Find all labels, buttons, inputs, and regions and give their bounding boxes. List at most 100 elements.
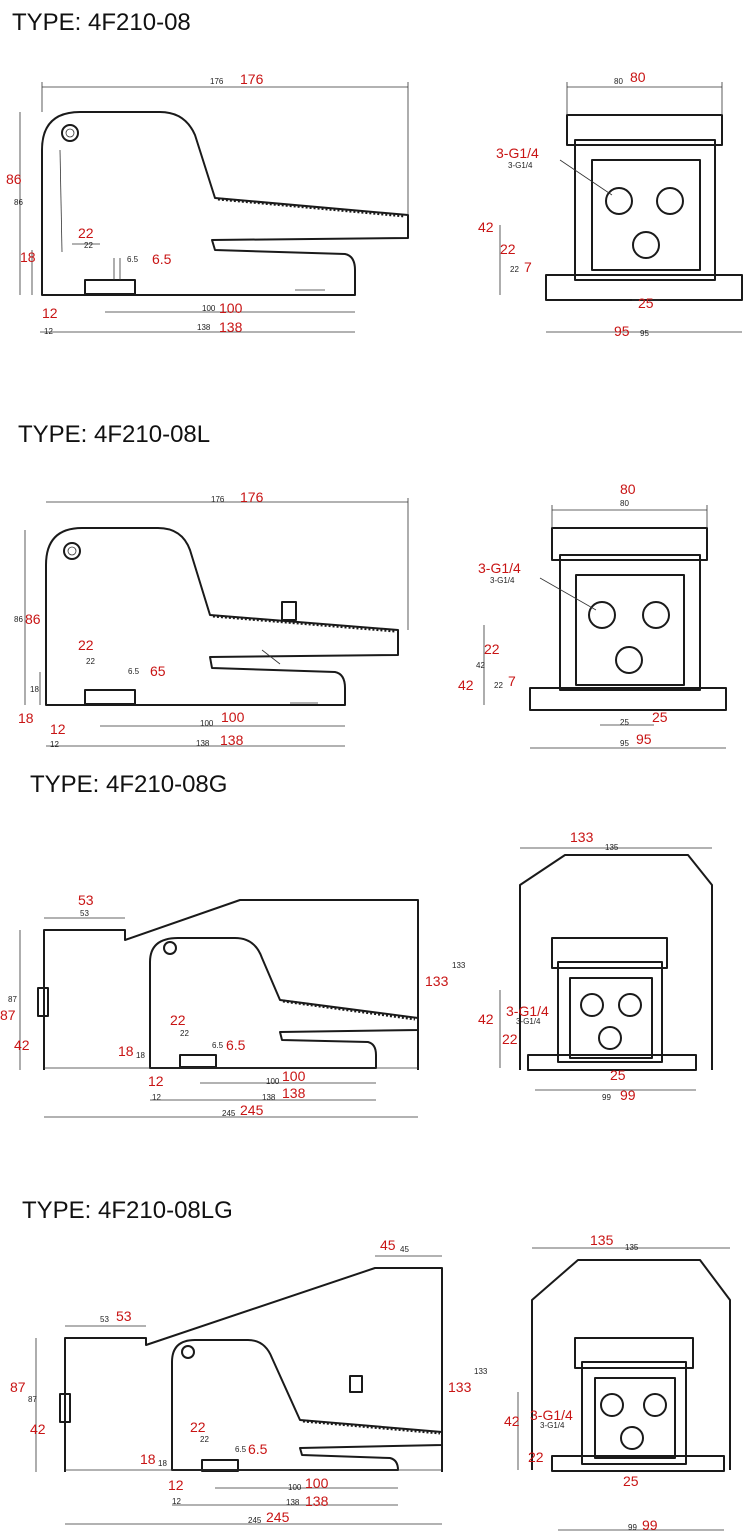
dim-foot-height: 18 <box>20 249 36 265</box>
dim-height: 87 <box>10 1379 26 1395</box>
svg-text:22: 22 <box>494 681 503 690</box>
side-view <box>19 82 409 333</box>
svg-text:245: 245 <box>222 1109 236 1118</box>
svg-text:25: 25 <box>620 718 629 727</box>
dim-base: 12 <box>148 1073 164 1089</box>
svg-text:3-G1/4: 3-G1/4 <box>516 1017 541 1026</box>
dim-overall-length: 245 <box>266 1509 290 1525</box>
dim-width: 80 <box>630 69 646 85</box>
dim-lip: 22 <box>190 1419 206 1435</box>
svg-text:18: 18 <box>30 685 39 694</box>
svg-text:138: 138 <box>196 739 210 748</box>
svg-text:138: 138 <box>262 1093 276 1102</box>
svg-text:99: 99 <box>602 1093 611 1102</box>
svg-text:6.5: 6.5 <box>235 1445 247 1454</box>
dim-lip: 22 <box>78 225 94 241</box>
dim-mid: 22 <box>528 1449 544 1465</box>
svg-text:87: 87 <box>8 995 17 1004</box>
dim-cover-height: 133 <box>448 1379 472 1395</box>
port-label: 3-G1/4 <box>506 1003 549 1019</box>
section-4f210-08l: TYPE: 4F210-08L 176 176 86 86 18 18 12 1… <box>14 421 727 749</box>
dim-base: 12 <box>50 721 66 737</box>
svg-text:99: 99 <box>628 1523 637 1532</box>
dim-base: 95 <box>614 323 630 339</box>
dim-offset: 65 <box>150 663 166 679</box>
dim-bolt: 42 <box>30 1421 46 1437</box>
dim-low: 7 <box>524 259 532 275</box>
dim-overall-length: 245 <box>240 1102 264 1118</box>
svg-text:100: 100 <box>266 1077 280 1086</box>
svg-text:3-G1/4: 3-G1/4 <box>490 576 515 585</box>
dim-width: 133 <box>570 829 594 845</box>
svg-text:22: 22 <box>84 241 93 250</box>
dim-lip: 22 <box>170 1012 186 1028</box>
dim-overall-length: 176 <box>240 489 264 505</box>
dim-base: 99 <box>620 1087 636 1103</box>
svg-text:133: 133 <box>474 1367 488 1376</box>
dim-h: 42 <box>504 1413 520 1429</box>
type-label: TYPE: 4F210-08 <box>12 9 191 36</box>
dim-foot-height: 18 <box>118 1043 134 1059</box>
dim-top: 53 <box>116 1308 132 1324</box>
dim-h: 42 <box>458 677 474 693</box>
type-label: TYPE: 4F210-08LG <box>22 1197 233 1224</box>
dim-offset: 6.5 <box>152 251 172 267</box>
dim-top: 53 <box>78 892 94 908</box>
port-label: 3-G1/4 <box>530 1407 573 1423</box>
dim-inner: 100 <box>221 709 245 725</box>
svg-text:100: 100 <box>202 304 216 313</box>
svg-text:135: 135 <box>605 843 619 852</box>
side-view <box>19 899 419 1118</box>
svg-text:176: 176 <box>211 495 225 504</box>
dim-bolt: 42 <box>14 1037 30 1053</box>
dim-offset: 6.5 <box>226 1037 246 1053</box>
dim-width: 80 <box>620 481 636 497</box>
svg-text:12: 12 <box>172 1497 181 1506</box>
type-label: TYPE: 4F210-08L <box>18 421 210 448</box>
dim-mid: 22 <box>484 641 500 657</box>
svg-text:6.5: 6.5 <box>128 667 140 676</box>
dim-height: 86 <box>25 611 41 627</box>
dim-height: 87 <box>0 1007 16 1023</box>
svg-text:138: 138 <box>197 323 211 332</box>
dim-spacing: 25 <box>638 295 654 311</box>
svg-text:100: 100 <box>200 719 214 728</box>
dim-base: 99 <box>642 1517 658 1533</box>
dim-height: 86 <box>6 171 22 187</box>
type-label: TYPE: 4F210-08G <box>30 771 227 798</box>
dim-low: 7 <box>508 673 516 689</box>
dim-lip: 22 <box>78 637 94 653</box>
dim-length: 138 <box>305 1493 329 1509</box>
dim-length: 138 <box>219 319 243 335</box>
svg-text:22: 22 <box>180 1029 189 1038</box>
dim-base: 12 <box>42 305 58 321</box>
svg-text:245: 245 <box>248 1516 262 1525</box>
svg-text:95: 95 <box>640 329 649 338</box>
section-4f210-08: TYPE: 4F210-08 176 176 86 86 18 12 <box>6 9 743 339</box>
front-view <box>517 1247 731 1531</box>
svg-text:22: 22 <box>200 1435 209 1444</box>
front-view <box>499 82 743 333</box>
dim-mid: 22 <box>502 1031 518 1047</box>
dim-inner: 100 <box>219 300 243 316</box>
port-label: 3-G1/4 <box>496 145 539 161</box>
svg-text:18: 18 <box>158 1459 167 1468</box>
svg-text:18: 18 <box>136 1051 145 1060</box>
front-view <box>499 847 713 1091</box>
svg-text:12: 12 <box>44 327 53 336</box>
port-label: 3-G1/4 <box>478 560 521 576</box>
svg-text:22: 22 <box>510 265 519 274</box>
section-4f210-08g: TYPE: 4F210-08G 53 53 87 87 42 18 18 12 … <box>0 771 713 1118</box>
dim-mid: 22 <box>500 241 516 257</box>
svg-text:87: 87 <box>28 1395 37 1404</box>
dim-foot-height: 18 <box>140 1451 156 1467</box>
svg-text:176: 176 <box>210 77 224 86</box>
svg-text:53: 53 <box>80 909 89 918</box>
dim-inner: 100 <box>282 1068 306 1084</box>
side-view <box>24 498 409 747</box>
dim-offset: 6.5 <box>248 1441 268 1457</box>
svg-text:3-G1/4: 3-G1/4 <box>508 161 533 170</box>
svg-text:53: 53 <box>100 1315 109 1324</box>
svg-text:80: 80 <box>620 499 629 508</box>
